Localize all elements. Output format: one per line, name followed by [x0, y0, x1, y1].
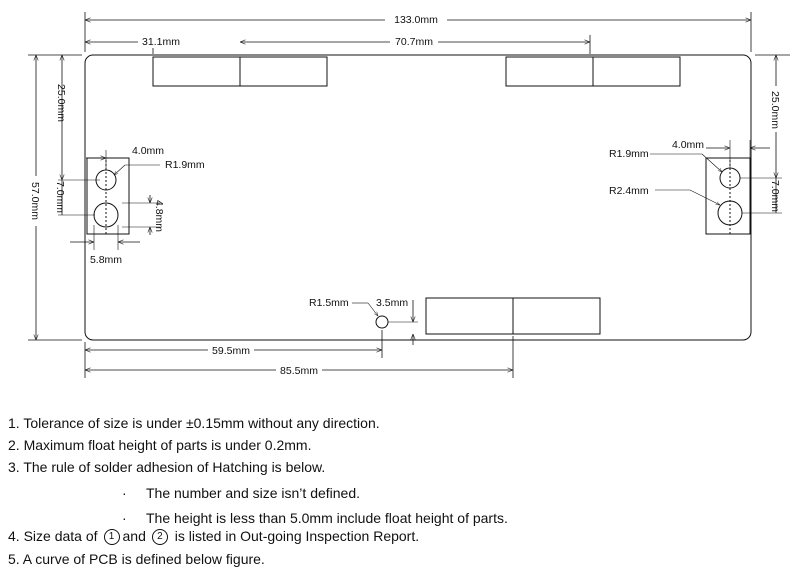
- dim-bottom-hole-x: 59.5mm: [212, 345, 250, 357]
- dim-right-hole-pitch: 7.0mm: [769, 180, 781, 212]
- note-4-suffix: is listed in Out-going Inspection Report…: [174, 528, 420, 544]
- dim-connector-span: 70.7mm: [395, 36, 433, 48]
- note-2: 2. Maximum float height of parts is unde…: [8, 437, 312, 453]
- circled-number-1: 1: [103, 529, 120, 546]
- note-5: 5. A curve of PCB is defined below figur…: [8, 551, 265, 567]
- bottom-connector: [425, 297, 601, 335]
- note-3b-bullet: ·: [122, 510, 127, 526]
- dim-bottom-hole-radius: R1.5mm: [309, 297, 349, 309]
- dim-right-height-top: 25.0mm: [769, 91, 781, 129]
- dim-total-height: 57.0mm: [29, 182, 41, 220]
- right-hole-block: [705, 157, 751, 235]
- dim-left-slot-height: 4.8mm: [153, 200, 165, 232]
- note-4-and: and: [122, 528, 146, 544]
- dim-left-slot-width: 5.8mm: [90, 254, 122, 266]
- note-3a: The number and size isn’t defined.: [146, 485, 361, 501]
- pcb-outline: [84, 54, 752, 341]
- dim-bottom-hole-offset: 3.5mm: [376, 297, 408, 309]
- dim-left-height-top: 25.0mm: [55, 84, 67, 122]
- dim-left-offset: 31.1mm: [142, 36, 180, 48]
- left-hole-block: [86, 157, 130, 235]
- pcb-dimension-drawing: 133.0mm 31.1mm 70.7mm 25.0mm 57.0mm 7.0m…: [28, 12, 790, 378]
- dim-right-hole-radius-bottom: R2.4mm: [609, 185, 649, 197]
- dim-bottom-connector-x: 85.5mm: [280, 365, 318, 377]
- circled-number-2: 2: [151, 529, 168, 546]
- top-right-connector: [505, 56, 681, 87]
- top-left-connector: [152, 56, 328, 87]
- dim-left-hole-radius: R1.9mm: [165, 159, 205, 171]
- bottom-hole: [375, 315, 389, 329]
- note-1: 1. Tolerance of size is under ±0.15mm wi…: [8, 415, 380, 431]
- dim-total-width: 133.0mm: [394, 14, 438, 26]
- dim-left-hole-pitch: 7.0mm: [54, 181, 66, 213]
- note-3: 3. The rule of solder adhesion of Hatchi…: [8, 459, 326, 475]
- dim-right-hole-radius-top: R1.9mm: [609, 148, 649, 160]
- note-4-prefix: 4. Size data of: [8, 528, 98, 544]
- dim-right-hole-spacing: 4.0mm: [672, 139, 704, 151]
- note-3b: The height is less than 5.0mm include fl…: [146, 510, 508, 526]
- note-3a-bullet: ·: [122, 485, 127, 501]
- dim-left-hole-spacing: 4.0mm: [132, 145, 164, 157]
